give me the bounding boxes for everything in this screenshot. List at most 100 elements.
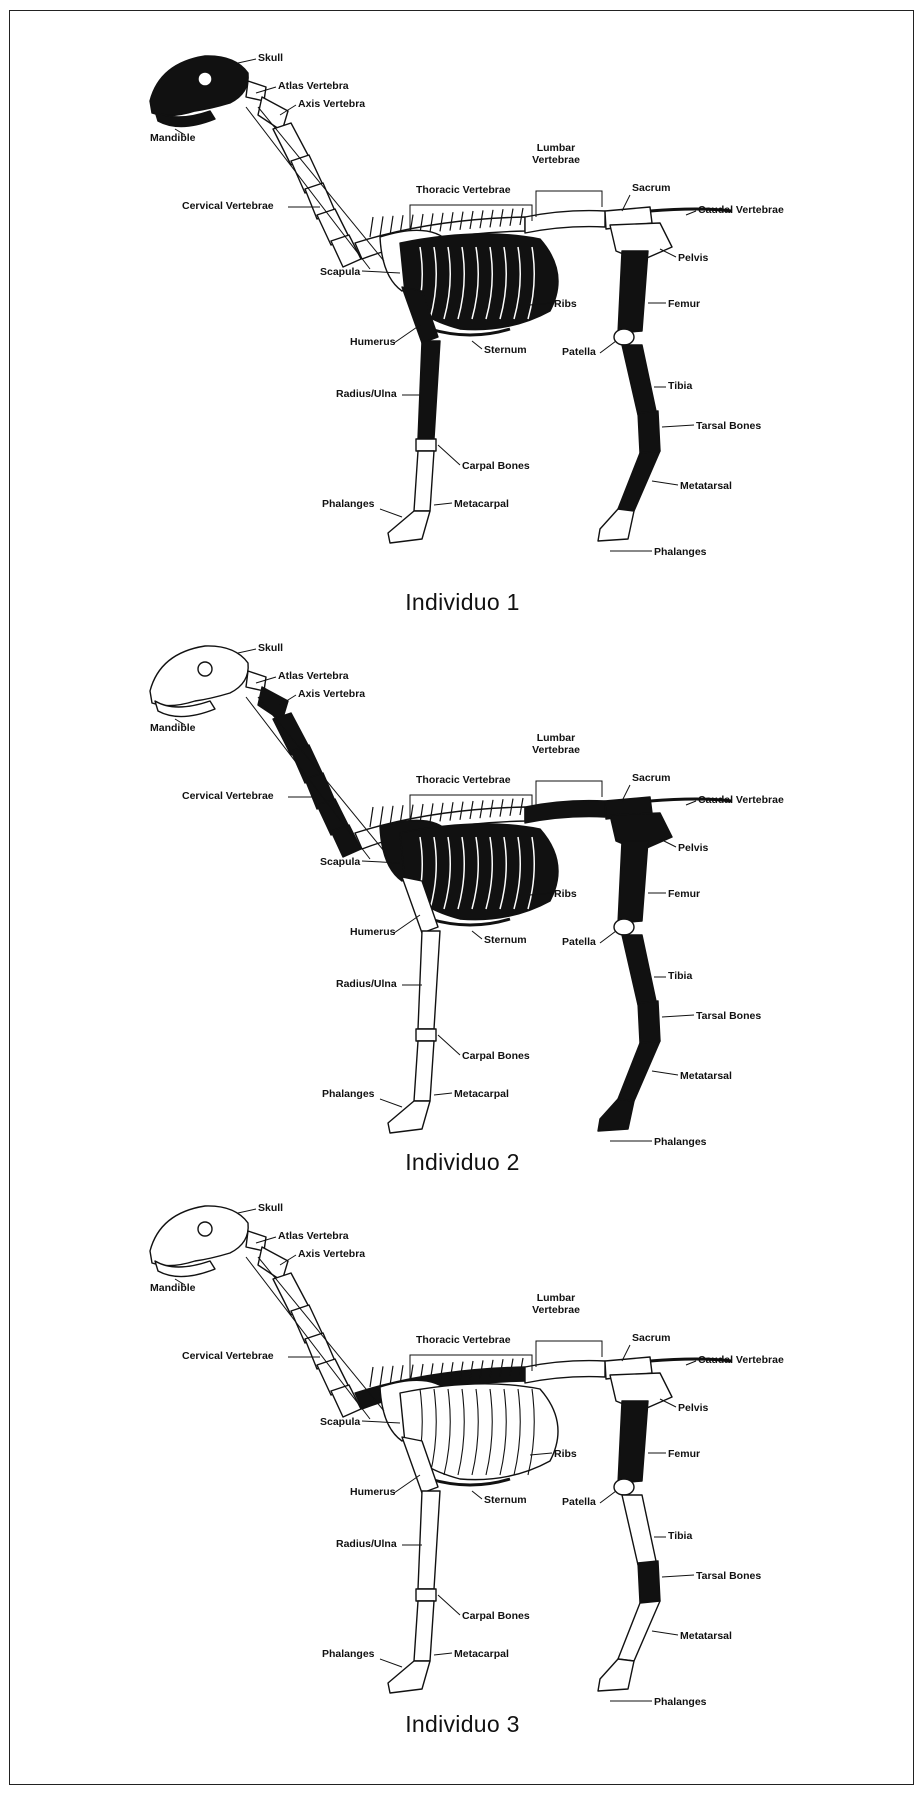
metatarsal-label: Metatarsal [680,1630,732,1642]
carpal-label: Carpal Bones [462,1050,530,1062]
mandible-label: Mandible [150,722,196,734]
skull-label: Skull [258,642,283,654]
radius-label: Radius/Ulna [336,978,397,990]
patella-label: Patella [562,346,596,358]
tibia-bone [622,345,656,415]
carpal-label: Carpal Bones [462,460,530,472]
sacrum-label: Sacrum [632,182,671,194]
sacrum-label: Sacrum [632,1332,671,1344]
phalanges-front-label: Phalanges [322,1648,375,1660]
sternum-label: Sternum [484,1494,527,1506]
radius-label: Radius/Ulna [336,1538,397,1550]
phalanges-front-label: Phalanges [322,1088,375,1100]
front-phalanges-bone [388,511,430,543]
thoracic-label: Thoracic Vertebrae [416,774,511,786]
hind-phalanges-bone [598,509,634,541]
tibia-label: Tibia [668,970,692,982]
radius-ulna-bone [418,1491,440,1589]
lumbar-spine-bone [525,1361,605,1383]
tarsal-label: Tarsal Bones [696,1010,761,1022]
phalanges-front-label: Phalanges [322,498,375,510]
tibia-bone [622,1495,656,1565]
hind-phalanges-bone [598,1099,634,1131]
phalanges-hind-label: Phalanges [654,1696,707,1708]
skeleton [150,56,732,543]
pelvis-label: Pelvis [678,1402,709,1414]
tibia-label: Tibia [668,1530,692,1542]
tibia-label: Tibia [668,380,692,392]
metatarsal-label: Metatarsal [680,480,732,492]
skeleton-diagram: SkullAtlas VertebraAxis VertebraMandible… [10,601,915,1171]
sacrum-label: Sacrum [632,772,671,784]
radius-ulna-bone [418,341,440,439]
cervical-label: Cervical Vertebrae [182,1350,274,1362]
atlas-label: Atlas Vertebra [278,1230,349,1242]
sternum-label: Sternum [484,934,527,946]
atlas-label: Atlas Vertebra [278,670,349,682]
phalanges-hind-label: Phalanges [654,546,707,558]
lumbar-spine-bone [525,801,605,823]
metacarpal-label: Metacarpal [454,498,509,510]
patella-bone [614,919,634,935]
ribs-label: Ribs [554,298,577,310]
patella-label: Patella [562,936,596,948]
skull-bone [150,646,248,706]
caudal-label: Caudal Vertebrae [698,794,784,806]
femur-label: Femur [668,1448,700,1460]
atlas-label: Atlas Vertebra [278,80,349,92]
skull-label: Skull [258,1202,283,1214]
front-phalanges-bone [388,1661,430,1693]
pelvis-label: Pelvis [678,842,709,854]
metatarsal-label: Metatarsal [680,1070,732,1082]
phalanges-hind-label: Phalanges [654,1136,707,1148]
carpal-bones-bone [416,1589,436,1601]
pelvis-label: Pelvis [678,252,709,264]
mandible-label: Mandible [150,132,196,144]
skull-bone [150,1206,248,1266]
metacarpal-label: Metacarpal [454,1088,509,1100]
tarsal-bones-bone [638,1001,660,1043]
humerus-label: Humerus [350,926,396,938]
ribs-label: Ribs [554,1448,577,1460]
axis-label: Axis Vertebra [298,1248,365,1260]
front-phalanges-bone [388,1101,430,1133]
tarsal-bones-bone [638,1561,660,1603]
skeleton [150,646,732,1133]
metacarpal-label: Metacarpal [454,1648,509,1660]
patella-label: Patella [562,1496,596,1508]
radius-ulna-bone [418,931,440,1029]
skull-label: Skull [258,52,283,64]
humerus-label: Humerus [350,1486,396,1498]
axis-label: Axis Vertebra [298,688,365,700]
femur-bone [618,1401,648,1483]
thoracic-label: Thoracic Vertebrae [416,184,511,196]
caudal-label: Caudal Vertebrae [698,1354,784,1366]
femur-label: Femur [668,888,700,900]
skeleton [150,1206,732,1693]
scapula-label: Scapula [320,266,360,278]
radius-label: Radius/Ulna [336,388,397,400]
metacarpal-bone [414,451,434,511]
lumbar-spine-bone [525,211,605,233]
skull-bone [150,56,248,116]
caudal-label: Caudal Vertebrae [698,204,784,216]
axis-label: Axis Vertebra [298,98,365,110]
thoracic-label: Thoracic Vertebrae [416,1334,511,1346]
mandible-label: Mandible [150,1282,196,1294]
femur-bone [618,251,648,333]
metacarpal-bone [414,1041,434,1101]
tarsal-label: Tarsal Bones [696,420,761,432]
sternum-label: Sternum [484,344,527,356]
metacarpal-bone [414,1601,434,1661]
scapula-label: Scapula [320,856,360,868]
cervical-label: Cervical Vertebrae [182,200,274,212]
tarsal-label: Tarsal Bones [696,1570,761,1582]
